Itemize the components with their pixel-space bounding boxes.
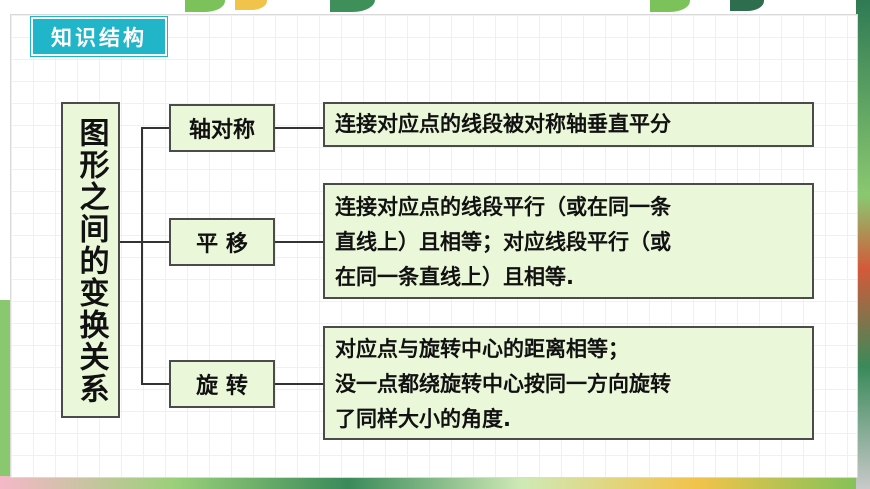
desc-line-3 [275, 383, 323, 385]
desc-line: 了同样大小的角度. [335, 407, 511, 431]
root-node: 图形之间的变换关系 [61, 102, 120, 418]
decorative-plant-right [856, 0, 870, 489]
desc-translation: 连接对应点的线段平行（或在同一条 直线上）且相等；对应线段平行（或 在同一条直线… [323, 183, 814, 299]
branch-line-1 [141, 127, 169, 129]
desc-line: 没一点都绕旋转中心按同一方向旋转 [335, 372, 671, 396]
node-rotation: 旋 转 [169, 360, 275, 408]
desc-line: 连接对应点的线段被对称轴垂直平分 [335, 112, 671, 136]
branch-line-2 [141, 241, 169, 243]
section-badge: 知识结构 [31, 17, 167, 56]
node-axis-symmetry: 轴对称 [169, 104, 275, 152]
desc-line: 在同一条直线上）且相等. [335, 265, 574, 289]
desc-line-2 [275, 241, 323, 243]
trunk-line [141, 127, 143, 384]
desc-line-1 [275, 127, 323, 129]
desc-line: 连接对应点的线段平行（或在同一条 [335, 195, 671, 219]
desc-axis-symmetry: 连接对应点的线段被对称轴垂直平分 [323, 102, 814, 147]
branch-line-3 [141, 383, 169, 385]
desc-rotation: 对应点与旋转中心的距离相等； 没一点都绕旋转中心按同一方向旋转 了同样大小的角度… [323, 326, 814, 440]
decorative-plant-left [0, 300, 10, 489]
decorative-plant-bottom [0, 476, 870, 489]
decorative-leaves-top [0, 0, 870, 14]
desc-line: 直线上）且相等；对应线段平行（或 [335, 230, 671, 254]
desc-line: 对应点与旋转中心的距离相等； [335, 337, 629, 361]
node-translation: 平 移 [169, 218, 275, 266]
root-connector [120, 241, 142, 243]
